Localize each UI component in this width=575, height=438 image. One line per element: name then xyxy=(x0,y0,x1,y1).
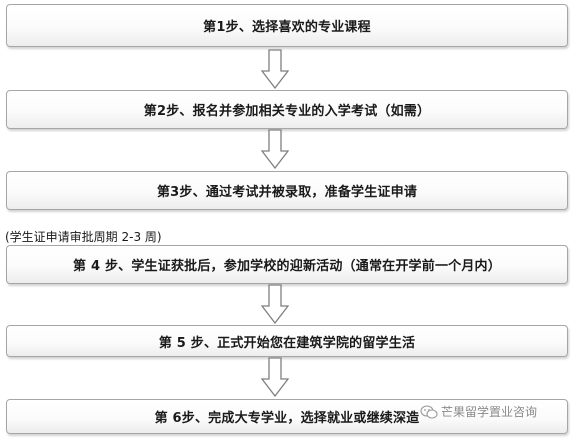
step-box-5: 第 5 步、正式开始您在建筑学院的留学生活 xyxy=(6,325,568,357)
step-box-3: 第3步、通过考试并被录取，准备学生证申请 xyxy=(6,171,568,210)
down-arrow-icon xyxy=(261,357,289,397)
down-arrow-icon xyxy=(261,284,289,324)
approval-period-note: (学生证申请审批周期 2-3 周) xyxy=(5,230,162,244)
step-label-6: 第 6步、完成大专学业，选择就业或继续深造 xyxy=(154,411,420,426)
step-box-6: 第 6步、完成大专学业，选择就业或继续深造 xyxy=(6,399,568,434)
down-arrow-icon xyxy=(261,49,289,89)
step-label-3: 第3步、通过考试并被录取，准备学生证申请 xyxy=(156,185,418,200)
wechat-icon xyxy=(420,404,438,419)
watermark-text: 芒果留学置业咨询 xyxy=(441,405,538,419)
step-label-1: 第1步、选择喜欢的专业课程 xyxy=(203,20,371,35)
step-box-4: 第 4 步、学生证获批后，参加学校的迎新活动（通常在开学前一个月内） xyxy=(6,245,568,284)
step-label-2: 第2步、报名并参加相关专业的入学考试（如需） xyxy=(143,104,431,119)
step-label-5: 第 5 步、正式开始您在建筑学院的留学生活 xyxy=(158,335,416,351)
step-label-4: 第 4 步、学生证获批后，参加学校的迎新活动（通常在开学前一个月内） xyxy=(73,259,501,274)
watermark: 芒果留学置业咨询 xyxy=(420,403,537,420)
step-box-1: 第1步、选择喜欢的专业课程 xyxy=(6,4,568,47)
step-box-2: 第2步、报名并参加相关专业的入学考试（如需） xyxy=(6,90,568,129)
down-arrow-icon xyxy=(261,129,289,169)
